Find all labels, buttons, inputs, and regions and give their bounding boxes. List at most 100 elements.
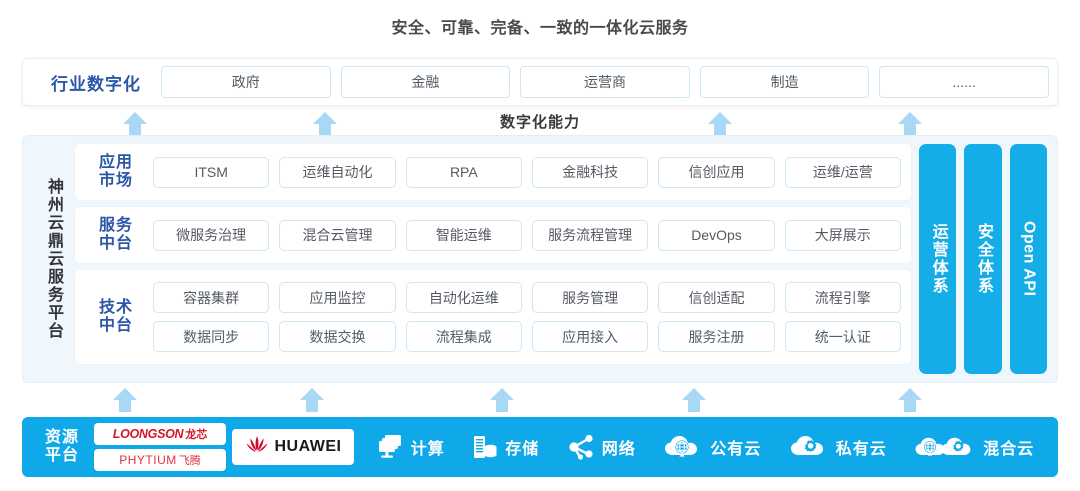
up-arrow-icon <box>299 387 325 413</box>
storage-icon <box>472 434 498 460</box>
industry-item-finance[interactable]: 金融 <box>340 66 511 98</box>
chip-data-exchange[interactable]: 数据交换 <box>279 321 396 352</box>
chip-unified-authentication[interactable]: 统一认证 <box>784 321 901 352</box>
layer-technical-platform: 技术 中台 容器集群 应用监控 自动化运维 服务管理 信创适配 流程引擎 数据同… <box>75 270 911 364</box>
chip-xinchuang-adaptation[interactable]: 信创适配 <box>658 282 775 313</box>
resource-platform-label: 资源 平台 <box>30 429 94 466</box>
pillar-list: 运营体系 安全体系 Open API <box>911 144 1047 374</box>
resource-item-label: 存储 <box>505 441 540 458</box>
phytium-logo: PHYTIUM 飞腾 <box>94 449 226 471</box>
chip-service-management[interactable]: 服务管理 <box>531 282 649 313</box>
chip-ops-automation[interactable]: 运维自动化 <box>279 156 396 188</box>
layer-grid: ITSM 运维自动化 RPA 金融科技 信创应用 运维/运营 <box>153 156 901 188</box>
phytium-logo-cn: 飞腾 <box>178 455 201 467</box>
layer-service-platform: 服务 中台 微服务治理 混合云管理 智能运维 服务流程管理 DevOps 大屏展… <box>75 207 911 263</box>
chip-service-process-management[interactable]: 服务流程管理 <box>531 219 649 251</box>
public-cloud-icon <box>663 434 703 460</box>
chip-automated-ops[interactable]: 自动化运维 <box>405 282 522 313</box>
pillar-security-system[interactable]: 安全体系 <box>964 144 1002 374</box>
private-cloud-icon <box>789 434 829 460</box>
chip-process-engine[interactable]: 流程引擎 <box>784 282 901 313</box>
cpu-logo-stack: LOONGSON 龙芯 PHYTIUM 飞腾 <box>94 423 226 471</box>
network-icon <box>567 434 595 460</box>
chip-process-integration[interactable]: 流程集成 <box>405 321 522 352</box>
chip-large-screen-display[interactable]: 大屏展示 <box>784 219 901 251</box>
resource-label-line2: 平台 <box>44 447 79 464</box>
industry-item-government[interactable]: 政府 <box>161 66 331 98</box>
resource-item-list: 计算 存储 <box>354 434 1048 460</box>
industry-row-label: 行业数字化 <box>51 74 141 94</box>
phytium-logo-text: PHYTIUM <box>119 453 177 467</box>
layer-label-line1: 应用 <box>98 153 133 171</box>
layer-label-line2: 市场 <box>98 172 133 189</box>
industry-item-more[interactable]: ...... <box>879 66 1049 98</box>
layer-grid: 微服务治理 混合云管理 智能运维 服务流程管理 DevOps 大屏展示 <box>153 219 901 251</box>
chip-devops[interactable]: DevOps <box>658 219 775 251</box>
loongson-logo-text: LOONGSON <box>112 427 184 441</box>
resource-item-network[interactable]: 网络 <box>567 434 636 460</box>
top-arrow-strip: 数字化能力 <box>22 107 1058 137</box>
chip-fintech[interactable]: 金融科技 <box>531 156 649 188</box>
huawei-flower-icon <box>245 434 269 461</box>
industry-item-telecom[interactable]: 运营商 <box>520 66 690 98</box>
chip-data-sync[interactable]: 数据同步 <box>153 321 270 352</box>
up-arrow-icon <box>489 387 515 413</box>
layer-label-technical-platform: 技术 中台 <box>79 299 153 336</box>
chip-application-access[interactable]: 应用接入 <box>531 321 649 352</box>
loongson-logo-cn: 龙芯 <box>185 429 208 441</box>
chip-microservice-governance[interactable]: 微服务治理 <box>153 219 270 251</box>
capability-label: 数字化能力 <box>499 114 581 131</box>
layer-label-line1: 服务 <box>98 216 133 234</box>
chip-container-cluster[interactable]: 容器集群 <box>153 282 270 313</box>
layer-label-line2: 中台 <box>98 317 133 334</box>
resource-item-label: 混合云 <box>983 441 1035 458</box>
chip-ops-operations[interactable]: 运维/运营 <box>784 156 901 188</box>
page-title: 安全、可靠、完备、一致的一体化云服务 <box>391 20 689 37</box>
industry-item-list: 政府 金融 运营商 制造 ...... <box>161 66 1049 98</box>
chip-itsm[interactable]: ITSM <box>153 156 270 188</box>
chip-row: 数据同步 数据交换 流程集成 应用接入 服务注册 统一认证 <box>153 321 901 352</box>
up-arrow-icon <box>112 387 138 413</box>
loongson-logo: LOONGSON 龙芯 <box>94 423 226 445</box>
chip-row: 微服务治理 混合云管理 智能运维 服务流程管理 DevOps 大屏展示 <box>153 219 901 251</box>
hybrid-cloud-icon <box>914 434 976 460</box>
industry-item-manufacturing[interactable]: 制造 <box>699 66 870 98</box>
resource-item-label: 公有云 <box>710 441 762 458</box>
platform-side-label: 神州云鼎云服务平台 <box>45 178 62 340</box>
chip-intelligent-ops[interactable]: 智能运维 <box>405 219 522 251</box>
chip-row: ITSM 运维自动化 RPA 金融科技 信创应用 运维/运营 <box>153 156 901 188</box>
chip-application-monitoring[interactable]: 应用监控 <box>279 282 396 313</box>
chip-hybrid-cloud-management[interactable]: 混合云管理 <box>279 219 396 251</box>
resource-platform-bar: 资源 平台 LOONGSON 龙芯 PHYTIUM 飞腾 HUAWEI <box>22 417 1058 477</box>
chip-row: 容器集群 应用监控 自动化运维 服务管理 信创适配 流程引擎 <box>153 282 901 313</box>
pillar-operations-system[interactable]: 运营体系 <box>919 144 957 374</box>
resource-item-compute[interactable]: 计算 <box>376 434 445 460</box>
pillar-open-api[interactable]: Open API <box>1009 144 1047 374</box>
resource-item-label: 私有云 <box>835 441 887 458</box>
chip-service-registration[interactable]: 服务注册 <box>658 321 775 352</box>
chip-rpa[interactable]: RPA <box>405 156 522 188</box>
layer-grid: 容器集群 应用监控 自动化运维 服务管理 信创适配 流程引擎 数据同步 数据交换… <box>153 282 901 352</box>
up-arrow-icon <box>681 387 707 413</box>
up-arrow-icon <box>122 111 148 137</box>
platform-layer-list: 应用 市场 ITSM 运维自动化 RPA 金融科技 信创应用 运维/运营 服务 … <box>75 144 911 374</box>
layer-application-market: 应用 市场 ITSM 运维自动化 RPA 金融科技 信创应用 运维/运营 <box>75 144 911 200</box>
layer-label-line2: 中台 <box>98 235 133 252</box>
up-arrow-icon <box>897 111 923 137</box>
resource-item-private-cloud[interactable]: 私有云 <box>789 434 887 460</box>
resource-item-public-cloud[interactable]: 公有云 <box>663 434 761 460</box>
up-arrow-icon <box>312 111 338 137</box>
resource-item-storage[interactable]: 存储 <box>472 434 539 460</box>
chip-xinchuang-app[interactable]: 信创应用 <box>658 156 775 188</box>
resource-item-hybrid-cloud[interactable]: 混合云 <box>914 434 1034 460</box>
up-arrow-icon <box>897 387 923 413</box>
resource-item-label: 计算 <box>410 441 445 458</box>
platform-panel: 神州云鼎云服务平台 应用 市场 ITSM 运维自动化 RPA 金融科技 信创应用… <box>22 135 1058 383</box>
up-arrow-icon <box>707 111 733 137</box>
layer-label-application-market: 应用 市场 <box>79 154 153 191</box>
industry-row: 行业数字化 政府 金融 运营商 制造 ...... <box>22 58 1058 106</box>
layer-label-service-platform: 服务 中台 <box>79 217 153 254</box>
compute-icon <box>376 434 404 460</box>
bottom-arrow-strip <box>22 383 1058 413</box>
huawei-logo-text: HUAWEI <box>274 438 342 455</box>
